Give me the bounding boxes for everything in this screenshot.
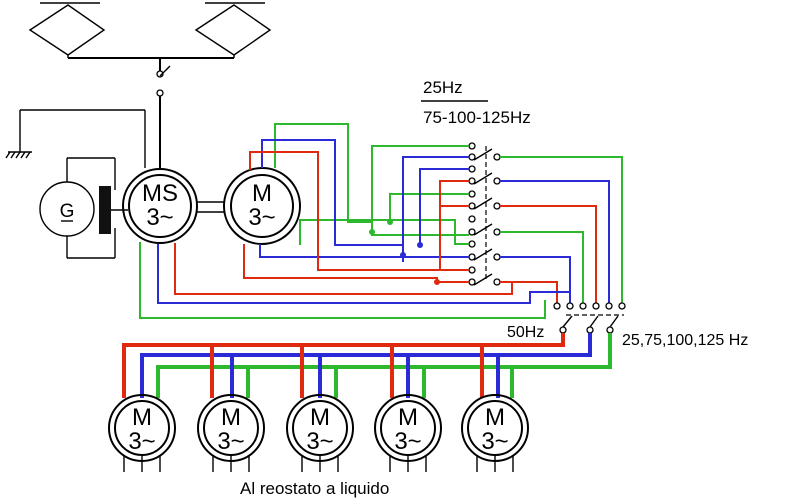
ms-label-bottom: 3~	[146, 204, 173, 231]
frequency-switch-bank	[468, 142, 623, 303]
svg-text:M: M	[221, 404, 241, 431]
rheostat-label: Al reostato a liquido	[240, 479, 389, 498]
motor-to-switch-wiring	[243, 123, 469, 283]
shaft	[197, 201, 225, 213]
freq-label-top: 25Hz	[423, 78, 463, 97]
freq-label-bottom: 75-100-125Hz	[423, 108, 531, 127]
ms-machine: MS 3~	[122, 168, 198, 244]
left-selector-label: 50Hz	[507, 324, 544, 341]
svg-text:3~: 3~	[394, 428, 421, 455]
motor-bus	[122, 333, 612, 398]
ms-output-wiring	[139, 242, 570, 319]
svg-text:M: M	[310, 404, 330, 431]
overhead-line	[28, 2, 272, 72]
motor-4: M 3~	[374, 394, 442, 472]
ms-label-top: MS	[142, 180, 178, 207]
junctions	[369, 219, 440, 285]
svg-text:M: M	[398, 404, 418, 431]
drive-motor-label-bottom: 3~	[248, 204, 275, 231]
motor-3: M 3~	[286, 394, 354, 472]
svg-text:M: M	[132, 404, 152, 431]
motor-5: M 3~	[461, 394, 529, 472]
svg-text:3~: 3~	[306, 428, 333, 455]
coupling-transformer	[99, 186, 111, 234]
svg-text:3~: 3~	[481, 428, 508, 455]
ground-icon	[5, 109, 146, 168]
svg-text:3~: 3~	[128, 428, 155, 455]
motor-1: M 3~	[108, 394, 176, 472]
right-selector-label: 25,75,100,125 Hz	[622, 332, 748, 349]
motor-2: M 3~	[197, 394, 265, 472]
output-selector	[553, 302, 626, 334]
generator-label: G	[60, 201, 75, 222]
main-switch	[156, 65, 171, 168]
drive-motor-label-top: M	[252, 180, 272, 207]
svg-text:M: M	[485, 404, 505, 431]
generator: G	[39, 157, 128, 259]
svg-text:3~: 3~	[217, 428, 244, 455]
drive-motor: M 3~	[223, 167, 301, 245]
switch-contacts	[468, 142, 501, 286]
